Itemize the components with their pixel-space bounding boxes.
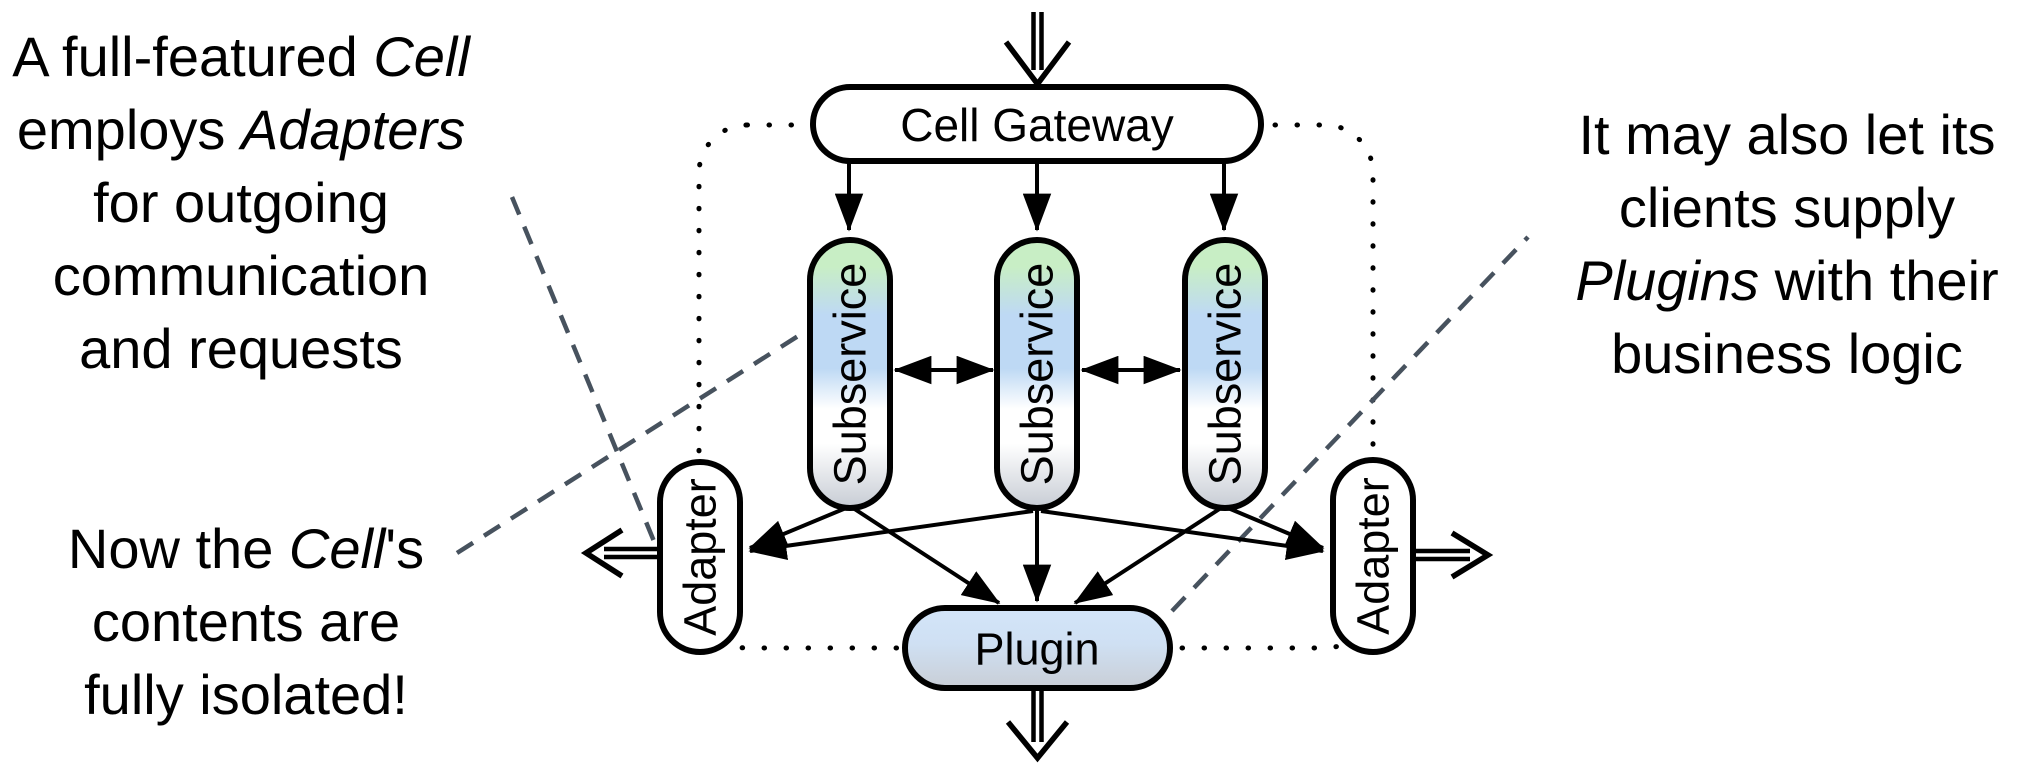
arrow-subservice-1-to-adapter-left — [748, 506, 847, 550]
annotation-line: contents are — [20, 585, 472, 658]
subservice-1-box — [807, 237, 893, 511]
annotation-text: clients supply — [1618, 176, 1956, 239]
inbound-arrow-top — [1003, 12, 1072, 89]
arrow-subservice-3-to-adapter-right — [1227, 506, 1325, 550]
outbound-arrow-left — [580, 527, 658, 579]
annotation-line: Plugins with their — [1552, 244, 2021, 317]
plugin-box — [902, 605, 1173, 691]
plugin-node: Plugin — [902, 605, 1173, 691]
annotation-line: fully isolated! — [20, 658, 472, 731]
subservice-pill-2: Subservice — [994, 237, 1080, 511]
annotation-text: business logic — [1611, 322, 1963, 385]
annotation-text: for outgoing — [93, 171, 389, 234]
dashed-callout-isolated-line — [455, 329, 808, 555]
subservice-2-label: Subservice — [1012, 263, 1063, 486]
adapter-right-label: Adapter — [1348, 477, 1399, 635]
dashed-callout-adapters-line — [509, 196, 661, 552]
annotation-text-italic: Cell — [373, 25, 470, 88]
dashed-callout-plugins-line — [1170, 235, 1530, 613]
annotation-text-italic: Plugins — [1575, 249, 1760, 312]
subservice-pill-1: Subservice — [807, 237, 893, 511]
annotation-line: for outgoing — [6, 166, 476, 239]
annotation-text: Now the — [67, 517, 289, 580]
subservice-pill-3: Subservice — [1182, 237, 1268, 511]
annotation-line: A full-featured Cell — [6, 20, 476, 93]
annotation-line: business logic — [1552, 317, 2021, 390]
annotation-line: employs Adapters — [6, 93, 476, 166]
annotation-text: and requests — [79, 317, 403, 380]
annotation-line: Now the Cell's — [20, 512, 472, 585]
plugin-label: Plugin — [974, 624, 1099, 675]
adapter-left-node: Adapter — [657, 459, 743, 655]
annotation-text: A full-featured — [12, 25, 374, 88]
annotation-text-italic: Adapters — [240, 98, 466, 161]
annotation-text: employs — [16, 98, 241, 161]
annotation-text: with their — [1759, 249, 1999, 312]
annotation-adapters: A full-featured Cell employs Adapters fo… — [6, 20, 476, 385]
annotation-line: communication — [6, 239, 476, 312]
adapter-right-box — [1330, 457, 1416, 655]
arrow-subservice-1-to-plugin — [851, 506, 1001, 605]
adapter-left-label: Adapter — [675, 478, 726, 636]
annotation-line: clients supply — [1552, 171, 2021, 244]
annotation-line: and requests — [6, 312, 476, 385]
cell-gateway-node: Cell Gateway — [810, 84, 1264, 164]
cell-gateway-label: Cell Gateway — [900, 99, 1174, 151]
adapter-left-box — [657, 459, 743, 655]
annotation-text: communication — [52, 244, 430, 307]
outbound-arrow-right — [1415, 530, 1494, 580]
outbound-arrow-bottom — [1005, 690, 1070, 763]
arrow-subservice-3-to-plugin — [1073, 506, 1223, 605]
subservice-3-box — [1182, 237, 1268, 511]
adapter-right-node: Adapter — [1330, 457, 1416, 655]
annotation-text: contents are — [91, 590, 401, 653]
annotation-isolated: Now the Cell's contents are fully isolat… — [20, 512, 472, 731]
annotation-text-italic: Cell — [288, 517, 386, 580]
subservice-1-label: Subservice — [825, 263, 876, 486]
annotation-line: It may also let its — [1552, 98, 2021, 171]
annotation-text: 's — [385, 517, 425, 580]
annotation-text: It may also let its — [1578, 103, 1996, 166]
subservice-2-box — [994, 237, 1080, 511]
annotation-text: fully isolated! — [84, 663, 408, 726]
annotation-plugins: It may also let its clients supply Plugi… — [1552, 98, 2021, 390]
subservice-3-label: Subservice — [1200, 263, 1251, 486]
